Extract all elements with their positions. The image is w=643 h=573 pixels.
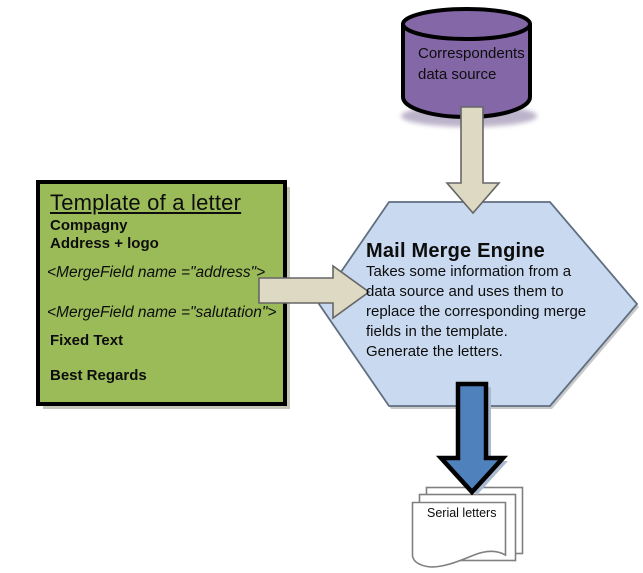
template-company-line: Compagny [50,217,128,234]
engine-title: Mail Merge Engine [366,240,545,262]
engine-description-line: fields in the template. [366,323,508,340]
database-label: Correspondents data source [418,43,525,85]
template-title: Template of a letter [50,190,242,215]
engine-description: Takes some information from a data sourc… [366,262,586,362]
arrow-template-to-engine [258,264,371,320]
engine-description-line: Generate the letters. [366,343,503,360]
output-label: Serial letters [427,506,497,520]
template-mergefield-address: <MergeField name ="address"> [47,264,266,281]
engine-description-line: Takes some information from a [366,263,572,280]
engine-hexagon [317,201,639,407]
database-label-line2: data source [418,66,497,83]
template-address-line: Address + logo [50,235,159,252]
template-fixed-text: Fixed Text [50,332,124,349]
engine-description-line: replace the corresponding merge [366,303,587,320]
database-cylinder-top [401,7,532,41]
arrow-engine-to-output [435,381,509,496]
output-page-front [411,501,507,568]
engine-description-line: data source and uses them to [366,283,564,300]
template-regards: Best Regards [50,367,147,384]
arrow-database-to-engine [445,106,501,215]
template-mergefield-salutation: <MergeField name ="salutation"> [47,304,277,321]
database-label-line1: Correspondents [418,45,525,62]
